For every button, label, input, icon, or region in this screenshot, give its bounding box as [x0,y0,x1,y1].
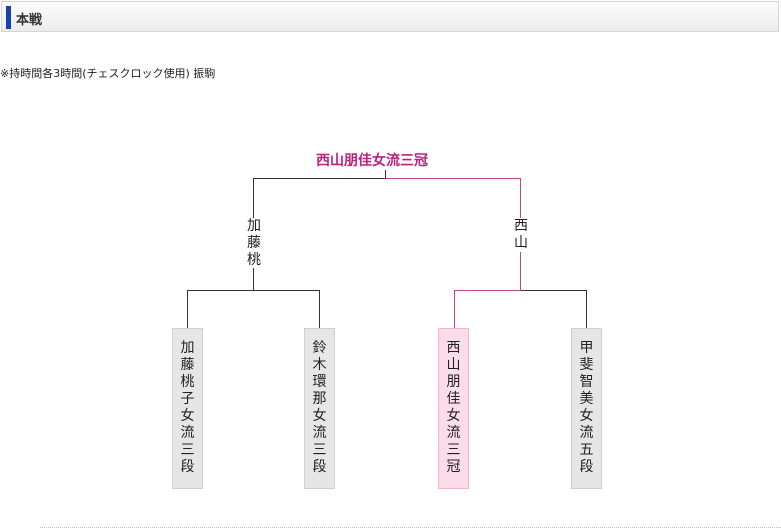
bracket-champion: 西山朋佳女流三冠 [316,153,428,169]
semi-right-h-lose [521,290,587,291]
semi-left-stem [253,268,254,290]
section-header: 本戦 [1,1,779,32]
final-line-left-h [253,178,386,179]
player-box: 鈴 木 環 那 女 流 三 段 [304,328,335,489]
semi-left-h [187,290,320,291]
semi-right-stem [520,252,521,290]
final-stem [385,170,386,179]
player-name: 加 藤 桃 子 女 流 三 段 [180,340,195,475]
bottom-divider [40,527,781,528]
semifinal-left-label: 加 藤 桃 [244,218,264,269]
header-accent-bar [6,6,11,29]
semifinal-right-label: 西 山 [511,218,531,252]
semi-right-h-win [454,290,521,291]
final-line-right-h [386,178,520,179]
semi-left-v1 [187,290,188,328]
semi-right-v1 [454,290,455,328]
semifinal-left-text: 加 藤 桃 [247,218,261,268]
player-box: 加 藤 桃 子 女 流 三 段 [172,328,203,489]
final-line-left-v [253,178,254,218]
time-control-note: ※持時間各3時間(チェスクロック使用) 振駒 [0,67,216,80]
player-name: 鈴 木 環 那 女 流 三 段 [312,340,327,475]
player-box: 甲 斐 智 美 女 流 五 段 [571,328,602,489]
semifinal-right-text: 西 山 [514,218,528,251]
section-title: 本戦 [16,13,43,28]
semi-right-v2 [586,290,587,328]
player-name: 甲 斐 智 美 女 流 五 段 [579,340,594,475]
final-line-right-v [520,178,521,218]
semi-left-v2 [319,290,320,328]
player-name: 西 山 朋 佳 女 流 三 冠 [446,340,461,475]
player-box-winner: 西 山 朋 佳 女 流 三 冠 [438,328,469,489]
